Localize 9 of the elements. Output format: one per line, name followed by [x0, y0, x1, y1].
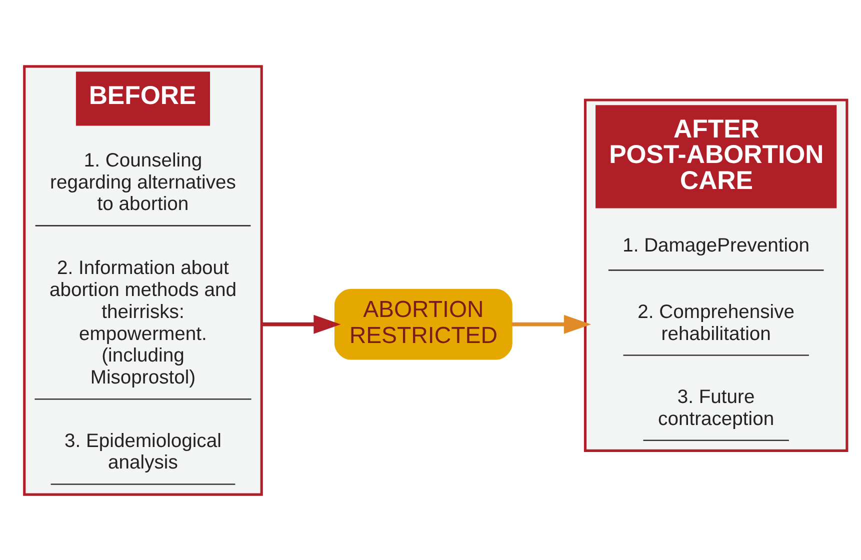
node-box: ABORTION RESTRICTED — [334, 288, 512, 360]
node-text: 2. Information about abortion methods and theirrisks: empowerment. (including Misoprostol) — [49, 258, 236, 388]
node-text: 3. Future contraception — [658, 386, 774, 430]
node-text: 1. Counseling regarding alternatives to abortion — [50, 150, 236, 215]
node-text: 3. Epidemiological analysis — [64, 430, 222, 474]
node-text: 2. Comprehensive rehabilitation — [638, 301, 795, 344]
node-text: 1. DamagePrevention — [622, 234, 810, 256]
arrow — [512, 314, 592, 334]
arrow — [262, 314, 341, 334]
